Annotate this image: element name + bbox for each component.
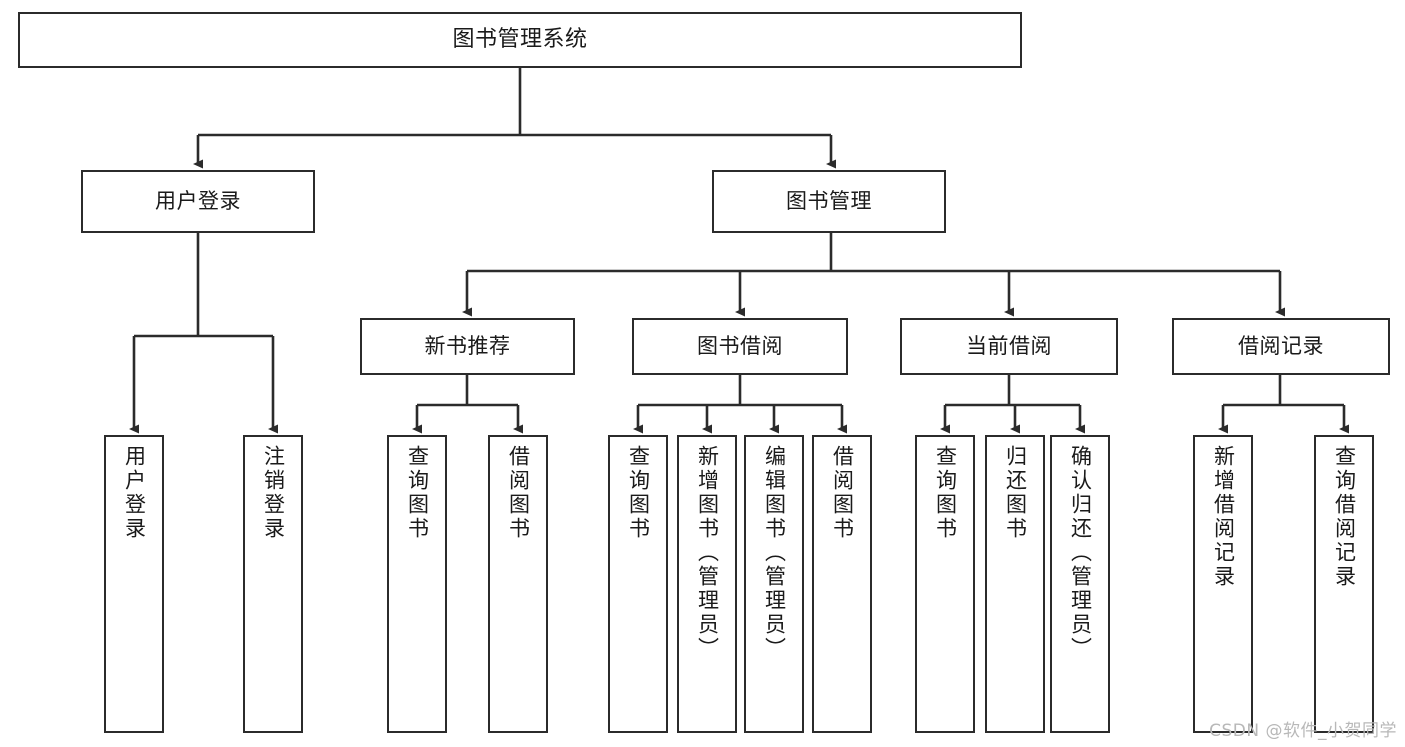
node-label: 图书管理 bbox=[786, 189, 872, 214]
leaf-borrow-record-query-record[interactable]: 查询借阅记录 bbox=[1314, 435, 1374, 733]
node-label: 查询图书 bbox=[626, 445, 651, 541]
node-new-book-recommend[interactable]: 新书推荐 bbox=[360, 318, 575, 375]
node-label: 图书管理系统 bbox=[452, 27, 588, 53]
node-label: 当前借阅 bbox=[966, 334, 1052, 359]
node-label: 注销登录 bbox=[261, 445, 286, 541]
node-current-borrow[interactable]: 当前借阅 bbox=[900, 318, 1118, 375]
leaf-new-book-borrow-book[interactable]: 借阅图书 bbox=[488, 435, 548, 733]
node-label: 确认归还（管理员） bbox=[1068, 445, 1093, 661]
node-label: 归还图书 bbox=[1003, 445, 1028, 541]
leaf-current-borrow-confirm-return-admin[interactable]: 确认归还（管理员） bbox=[1050, 435, 1110, 733]
node-label: 借阅图书 bbox=[506, 445, 531, 541]
leaf-book-borrow-query-book[interactable]: 查询图书 bbox=[608, 435, 668, 733]
node-label: 新书推荐 bbox=[424, 334, 511, 359]
node-root-book-management-system[interactable]: 图书管理系统 bbox=[18, 12, 1022, 68]
node-borrow-record[interactable]: 借阅记录 bbox=[1172, 318, 1390, 375]
node-label: 新增图书（管理员） bbox=[695, 445, 720, 661]
node-book-borrow[interactable]: 图书借阅 bbox=[632, 318, 848, 375]
node-label: 用户登录 bbox=[122, 445, 147, 541]
node-label: 编辑图书（管理员） bbox=[762, 445, 787, 661]
leaf-borrow-record-add-record[interactable]: 新增借阅记录 bbox=[1193, 435, 1253, 733]
leaf-new-book-query-book[interactable]: 查询图书 bbox=[387, 435, 447, 733]
node-label: 查询借阅记录 bbox=[1332, 445, 1357, 589]
leaf-current-borrow-return-book[interactable]: 归还图书 bbox=[985, 435, 1045, 733]
node-label: 用户登录 bbox=[155, 189, 241, 214]
node-label: 新增借阅记录 bbox=[1211, 445, 1236, 589]
leaf-book-borrow-borrow-book[interactable]: 借阅图书 bbox=[812, 435, 872, 733]
node-user-login[interactable]: 用户登录 bbox=[81, 170, 315, 233]
leaf-current-borrow-query-book[interactable]: 查询图书 bbox=[915, 435, 975, 733]
node-label: 查询图书 bbox=[933, 445, 958, 541]
node-label: 借阅记录 bbox=[1238, 334, 1324, 359]
node-label: 查询图书 bbox=[405, 445, 430, 541]
node-label: 图书借阅 bbox=[697, 334, 783, 359]
node-book-management[interactable]: 图书管理 bbox=[712, 170, 946, 233]
leaf-book-borrow-edit-book-admin[interactable]: 编辑图书（管理员） bbox=[744, 435, 804, 733]
leaf-user-login-login[interactable]: 用户登录 bbox=[104, 435, 164, 733]
leaf-user-login-logout[interactable]: 注销登录 bbox=[243, 435, 303, 733]
leaf-book-borrow-add-book-admin[interactable]: 新增图书（管理员） bbox=[677, 435, 737, 733]
node-label: 借阅图书 bbox=[830, 445, 855, 541]
